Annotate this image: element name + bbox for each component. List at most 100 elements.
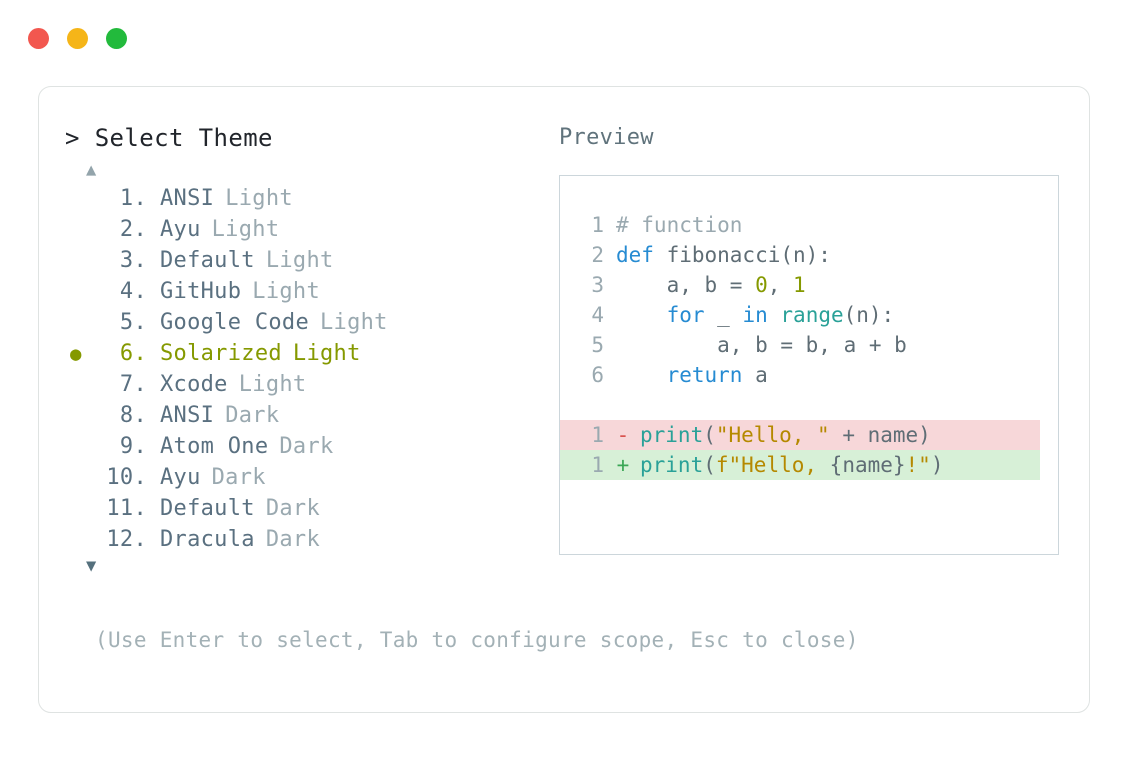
diff-line-number: 1 <box>591 423 604 447</box>
theme-item-name: Google Code <box>160 310 309 335</box>
theme-item-name: Dracula <box>160 527 255 552</box>
theme-item-variant: Dark <box>279 434 334 459</box>
theme-list-item[interactable]: 9. Atom One Dark <box>65 431 535 462</box>
maximize-button[interactable] <box>106 28 127 49</box>
theme-item-number: 4. <box>119 279 147 304</box>
theme-item-variant: Dark <box>225 403 280 428</box>
code-token-plain: a, b = <box>616 273 756 297</box>
code-line-content: # function <box>616 210 742 240</box>
theme-item-variant: Light <box>225 186 293 211</box>
theme-list-item[interactable]: 7. Xcode Light <box>65 369 535 400</box>
code-line-number: 5 <box>591 333 604 357</box>
diff-sign-removed: - <box>616 423 630 447</box>
theme-item-number: 12. <box>106 527 147 552</box>
keyboard-hint: (Use Enter to select, Tab to configure s… <box>95 628 859 652</box>
code-line: 1 # function <box>560 210 1058 240</box>
code-line-number: 3 <box>591 273 604 297</box>
code-token-plain <box>616 363 667 387</box>
code-token-plain: a, b = b, a + b <box>616 333 907 357</box>
theme-item-number: 6. <box>119 341 147 366</box>
theme-item-number: 3. <box>119 248 147 273</box>
diff-line-removed: 1-print("Hello, " + name) <box>560 420 1040 450</box>
code-token-string: "Hello, " <box>715 423 830 447</box>
theme-list-item[interactable]: 12. Dracula Dark <box>65 524 535 555</box>
scroll-down-icon[interactable]: ▼ <box>86 556 97 576</box>
theme-item-variant: Dark <box>265 527 321 552</box>
theme-item-name: Solarized <box>160 341 282 366</box>
theme-item-name: Atom One <box>160 434 269 459</box>
theme-item-name: ANSI <box>160 186 215 211</box>
preview-label: Preview <box>559 125 654 150</box>
theme-item-number: 1. <box>119 186 147 211</box>
code-line-number: 4 <box>591 303 604 327</box>
diff-sample: 1-print("Hello, " + name)1+print(f"Hello… <box>560 420 1058 480</box>
theme-list-item[interactable]: 5. Google Code Light <box>65 307 535 338</box>
theme-item-variant: Light <box>292 341 361 366</box>
close-button[interactable] <box>28 28 49 49</box>
code-line-content: a, b = 0, 1 <box>616 270 806 300</box>
theme-item-variant: Light <box>252 279 321 304</box>
code-line: 6 return a <box>560 360 1058 390</box>
theme-item-variant: Light <box>211 217 280 242</box>
theme-list-item[interactable]: ● 6. Solarized Light <box>65 338 535 369</box>
theme-item-variant: Dark <box>265 496 321 521</box>
theme-item-number: 11. <box>106 496 147 521</box>
diff-line-content: print("Hello, " + name) <box>640 420 931 450</box>
code-token-plain <box>768 303 781 327</box>
code-line: 4 for _ in range(n): <box>560 300 1058 330</box>
theme-item-number: 2. <box>119 217 147 242</box>
code-token-plain: _ <box>704 303 743 327</box>
theme-item-name: ANSI <box>160 403 215 428</box>
diff-sign-added: + <box>616 453 630 477</box>
code-line: 5 a, b = b, a + b <box>560 330 1058 360</box>
code-token-builtin: print <box>640 423 704 447</box>
theme-item-name: Ayu <box>160 465 201 490</box>
theme-item-name: Default <box>160 496 255 521</box>
selected-bullet-icon: ● <box>70 343 82 365</box>
diff-line-added: 1+print(f"Hello, {name}!") <box>560 450 1040 480</box>
code-token-string: !" <box>905 453 931 477</box>
code-token-number: 0 <box>755 273 768 297</box>
scroll-up-icon[interactable]: ▲ <box>86 160 97 180</box>
code-token-plain: , <box>767 273 794 297</box>
diff-line-content: print(f"Hello, {name}!") <box>640 450 943 480</box>
theme-item-variant: Light <box>238 372 307 397</box>
theme-item-variant: Light <box>320 310 388 335</box>
code-line-content: a, b = b, a + b <box>616 330 907 360</box>
code-line-content: def fibonacci(n): <box>616 240 831 270</box>
theme-list-item[interactable]: 11. Default Dark <box>65 493 535 524</box>
code-token-plain: (n): <box>843 303 895 327</box>
theme-item-number: 9. <box>119 434 147 459</box>
code-line: 3 a, b = 0, 1 <box>560 270 1058 300</box>
code-line-number: 6 <box>591 363 604 387</box>
code-line-number: 1 <box>591 213 604 237</box>
page-title: > Select Theme <box>65 124 273 152</box>
code-token-plain: fibonacci(n): <box>666 243 831 267</box>
theme-item-name: Xcode <box>160 372 228 397</box>
code-token-plain: ( <box>703 453 716 477</box>
theme-item-number: 7. <box>119 372 147 397</box>
theme-item-number: 5. <box>119 310 147 335</box>
code-token-string: f"Hello, <box>715 453 830 477</box>
minimize-button[interactable] <box>67 28 88 49</box>
theme-item-name: GitHub <box>160 279 242 304</box>
code-token-keyword: return <box>666 363 743 387</box>
theme-list-item[interactable]: 1. ANSI Light <box>65 183 535 214</box>
code-token-keyword: for <box>666 303 705 327</box>
code-token-builtin: range <box>780 303 844 327</box>
theme-item-number: 10. <box>106 465 147 490</box>
code-token-builtin: print <box>640 453 704 477</box>
code-line-content: return a <box>616 360 768 390</box>
window-traffic-lights <box>28 28 127 49</box>
theme-list-item[interactable]: 4. GitHub Light <box>65 276 535 307</box>
